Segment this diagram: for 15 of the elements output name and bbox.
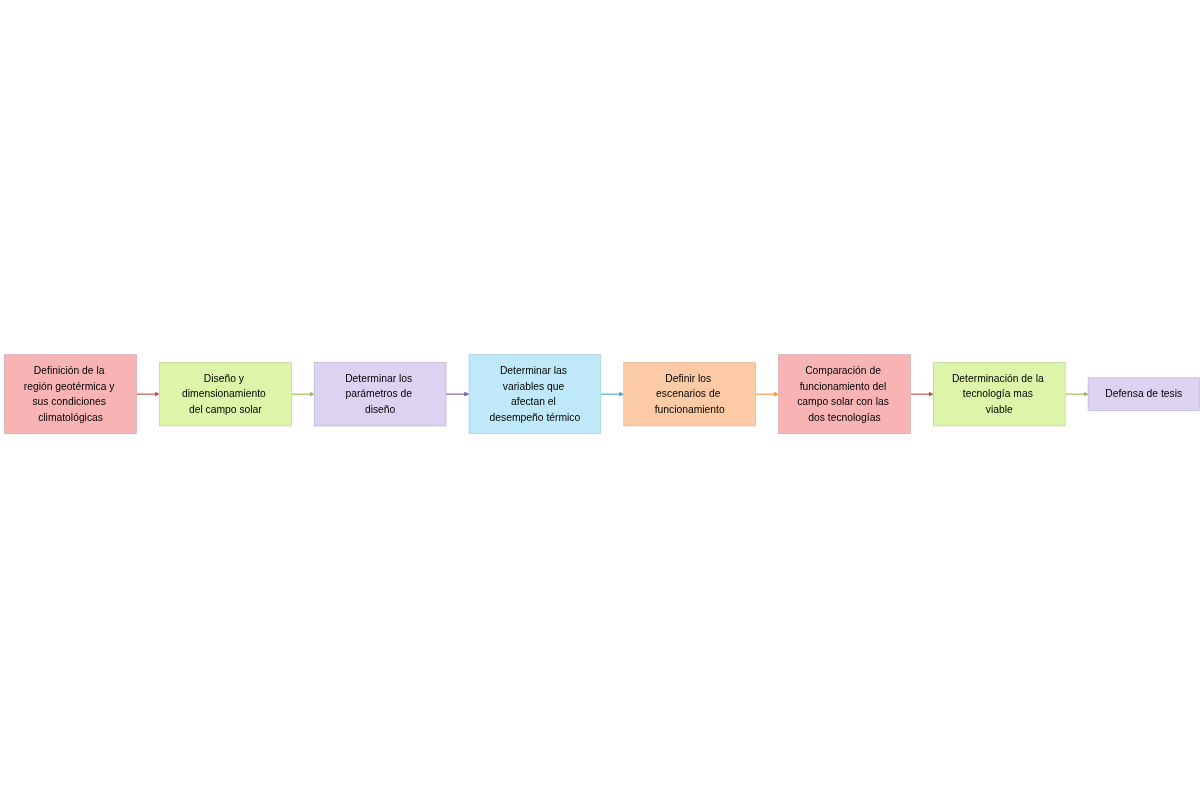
arrow — [1064, 392, 1089, 397]
arrow — [135, 392, 160, 397]
node-box: Comparación de funcionamiento del campo solar con las dos tecnologías — [778, 354, 911, 435]
node-box: Determinar las variables que afectan el desempeño térmico — [468, 354, 602, 435]
node-box: Defensa de tesis — [1087, 377, 1200, 412]
arrow — [600, 392, 624, 397]
arrow — [909, 392, 934, 397]
node-box: Definición de la región geotérmica y sus condiciones climatológicas — [4, 354, 137, 435]
arrow — [445, 392, 470, 397]
arrow — [290, 392, 315, 397]
node-box: Diseño y dimensionamiento del campo solar — [159, 362, 292, 427]
node-box: Determinar los parámetros de diseño — [313, 362, 447, 427]
node-box: Definir los escenarios de funcionamiento — [623, 362, 756, 427]
node-box: Determinación de la tecnología mas viable — [933, 362, 1066, 427]
arrow — [755, 392, 779, 397]
